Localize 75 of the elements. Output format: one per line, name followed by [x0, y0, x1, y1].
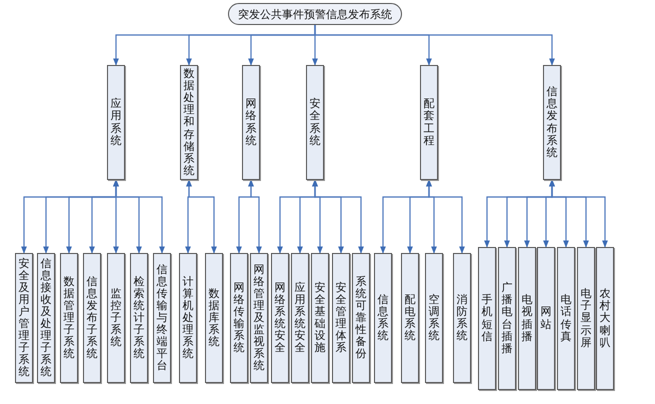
- subsystem-box: [230, 253, 248, 383]
- subsystem-box: [352, 253, 370, 383]
- subsystem-box: [179, 253, 197, 383]
- node-label: 空调系统: [428, 294, 440, 342]
- subsystem-box: [557, 247, 575, 390]
- connector-arrow: [426, 179, 465, 254]
- node-label: 网站: [540, 306, 552, 331]
- connector-arrow: [312, 179, 364, 254]
- subsystem-box: [153, 253, 171, 383]
- subsystem-box: [291, 253, 309, 383]
- node-title: 突发公共事件预警信息发布系统: [238, 6, 392, 22]
- node-label: 计算机处理系统: [182, 276, 194, 360]
- node-label: 网络系统: [246, 98, 256, 147]
- subsystem-box: [577, 247, 595, 390]
- connector-arrow: [113, 179, 165, 254]
- subsystem-box: [205, 253, 223, 383]
- node-label: 信息传输与终端平台: [156, 264, 168, 372]
- node-label: 电子显示屏: [580, 288, 592, 349]
- subsystem-box: [596, 247, 614, 390]
- category-box: [180, 65, 198, 180]
- node-label: 检索统计子系统: [134, 276, 144, 360]
- category-box: [420, 65, 438, 180]
- node-label: 网络管理及监视系统: [254, 264, 264, 372]
- node-label: 配电系统: [404, 294, 416, 342]
- subsystem-box: [332, 253, 350, 383]
- node-label: 应用系统安全: [294, 282, 306, 354]
- node-label: 网络系统安全: [274, 282, 286, 354]
- root-box: [228, 3, 402, 25]
- node-label: 配套工程: [424, 98, 434, 147]
- node-label: 安全基础设施: [314, 282, 326, 354]
- node-label: 安全系统: [310, 98, 320, 147]
- subsystem-box: [37, 253, 55, 383]
- node-label: 信息发布系统: [546, 86, 558, 159]
- node-label: 安全管理体系: [336, 282, 346, 354]
- category-box: [242, 65, 260, 180]
- node-label: 手机短信: [482, 294, 492, 343]
- connector-arrow: [248, 179, 262, 254]
- node-label: 系统可靠性备份: [356, 276, 366, 360]
- node-label: 电视插播: [522, 294, 532, 343]
- subsystem-box: [425, 253, 443, 383]
- subsystem-box: [83, 253, 101, 383]
- subsystem-box: [250, 253, 268, 383]
- node-label: 网络传输系统: [234, 282, 244, 354]
- node-label: 消防系统: [456, 294, 468, 342]
- subsystem-box: [60, 253, 78, 383]
- node-label: 广播电台插播: [502, 282, 512, 355]
- subsystem-box: [401, 253, 419, 383]
- subsystem-box: [107, 253, 125, 383]
- node-label: 电话传真: [560, 294, 572, 343]
- subsystem-box: [130, 253, 148, 383]
- subsystem-box: [478, 247, 496, 390]
- subsystem-box: [374, 253, 392, 383]
- node-label: 数据库系统: [208, 288, 220, 348]
- node-label: 数据处理和存储系统: [184, 68, 194, 177]
- subsystem-box: [498, 247, 516, 390]
- connector-arrow: [549, 179, 608, 248]
- connector-arrow: [186, 179, 217, 254]
- subsystem-box: [271, 253, 289, 383]
- node-label: 信息系统: [378, 294, 388, 342]
- node-label: 安全及用户管理子系统: [18, 258, 30, 378]
- node-label: 监控子系统: [110, 288, 122, 348]
- subsystem-box: [453, 253, 471, 383]
- category-box: [306, 65, 324, 180]
- category-box: [107, 65, 125, 180]
- connector-arrow: [314, 25, 555, 66]
- subsystem-box: [15, 253, 33, 383]
- subsystem-box: [311, 253, 329, 383]
- subsystem-box: [518, 247, 536, 390]
- node-label: 信息接收及处理子系统: [40, 258, 52, 378]
- subsystem-box: [537, 247, 555, 390]
- node-label: 农村大喇叭: [600, 288, 610, 349]
- node-label: 信息发布子系统: [86, 276, 98, 360]
- node-label: 数据管理子系统: [64, 276, 74, 360]
- category-box: [543, 65, 561, 180]
- node-label: 应用系统: [110, 98, 122, 147]
